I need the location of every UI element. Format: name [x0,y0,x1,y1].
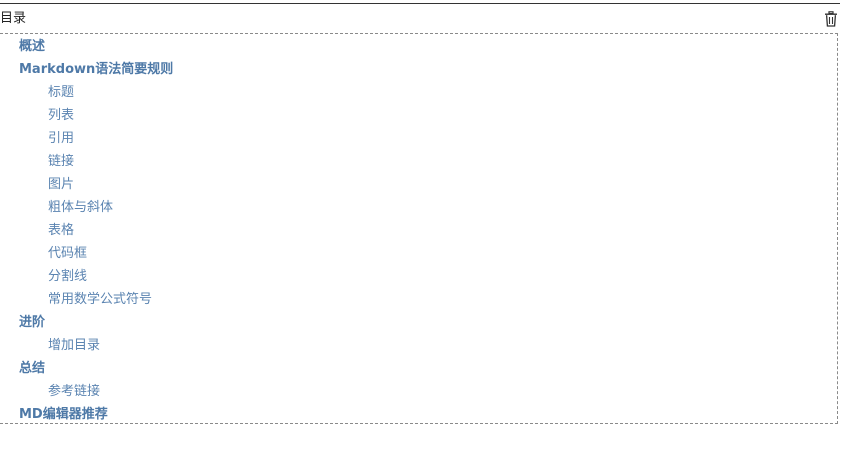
toc-link[interactable]: 代码框 [48,246,88,261]
toc-link[interactable]: 概述 [19,39,46,54]
toc-link[interactable]: 粗体与斜体 [48,200,114,215]
toc-link[interactable]: 参考链接 [48,384,101,399]
toc-link[interactable]: 引用 [48,131,75,146]
toc-link[interactable]: 分割线 [48,269,88,284]
toc-header: 目录 [0,3,840,32]
toc-container: 概述 Markdown语法简要规则标题列表引用链接图片粗体与斜体表格代码框分割线常… [0,33,838,424]
toc-link[interactable]: 增加目录 [48,338,101,353]
toc-link[interactable]: MD编辑器推荐 [19,407,108,422]
toc-link[interactable]: 进阶 [19,315,46,330]
toc-link[interactable]: Markdown语法简要规则 [19,62,174,77]
trash-icon[interactable] [824,11,838,27]
toc-widget: 目录 概述 Markdown语法简要规则标题列表引用链接图片粗体与斜体表格代码框分… [0,3,840,424]
toc-link[interactable]: 表格 [48,223,75,238]
toc-link[interactable]: 列表 [48,108,75,123]
toc-link[interactable]: 常用数学公式符号 [48,292,153,307]
toc-link[interactable]: 总结 [19,361,46,376]
toc-title: 目录 [0,11,27,26]
toc-link[interactable]: 链接 [48,154,75,169]
toc-link[interactable]: 图片 [48,177,75,192]
toc-list: 概述 Markdown语法简要规则标题列表引用链接图片粗体与斜体表格代码框分割线常… [0,35,173,426]
toc-link[interactable]: 标题 [48,85,75,100]
